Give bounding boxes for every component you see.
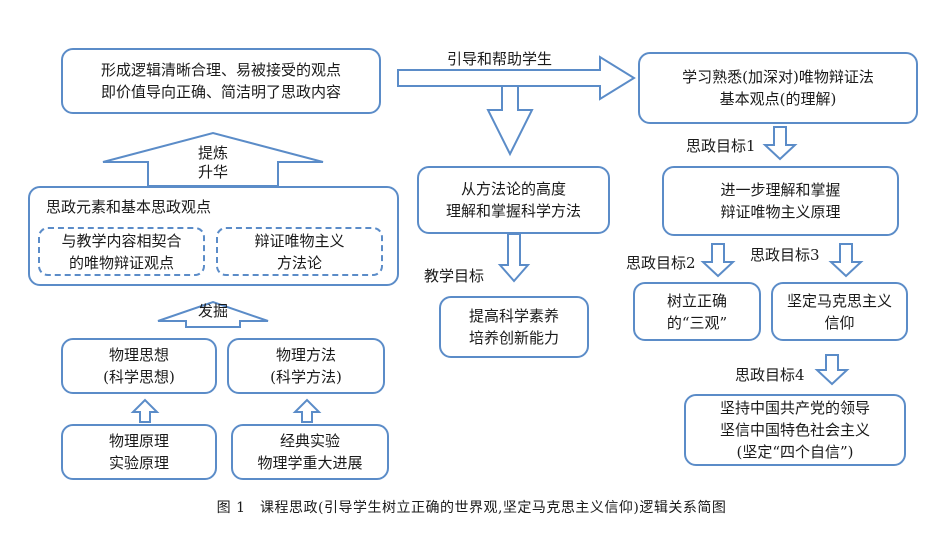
guide-arrow — [397, 55, 636, 101]
goal3-label: 思政目标3 — [750, 246, 820, 264]
goal4-arrow — [814, 354, 850, 386]
methodology-viewpoint-box: 辩证唯物主义 方法论 — [216, 227, 383, 276]
figure-caption: 图 1 课程思政(引导学生树立正确的世界观,坚定马克思主义信仰)逻辑关系简图 — [216, 500, 727, 516]
goal3-arrow — [828, 243, 864, 278]
refine-arrow — [102, 131, 324, 187]
guide-label: 引导和帮助学生 — [447, 50, 553, 68]
goal2-arrow — [700, 243, 736, 278]
party-leadership-box: 坚持中国共产党的领导 坚信中国特色社会主义 (坚定“四个自信”) — [684, 394, 906, 466]
literacy-box: 提高科学素养 培养创新能力 — [439, 296, 589, 358]
goal4-label: 思政目标4 — [735, 366, 805, 384]
physics-method-box: 物理方法 (科学方法) — [227, 338, 385, 394]
up-arrow-2 — [292, 398, 322, 423]
physics-principle-box: 物理原理 实验原理 — [61, 424, 217, 480]
understand-principles-box: 进一步理解和掌握 辩证唯物主义原理 — [662, 166, 899, 236]
dig-arrow-label: 发掘 — [197, 302, 228, 320]
methodology-box: 从方法论的高度 理解和掌握科学方法 — [417, 166, 610, 234]
goal2-label: 思政目标2 — [626, 254, 696, 272]
dialectical-viewpoint-box: 与教学内容相契合 的唯物辩证观点 — [38, 227, 205, 276]
refine-arrow-label: 提炼 升华 — [197, 144, 228, 181]
physics-thought-box: 物理思想 (科学思想) — [61, 338, 217, 394]
ideology-elements-group: 思政元素和基本思政观点 — [28, 186, 399, 286]
group-title: 思政元素和基本思政观点 — [46, 198, 212, 216]
goal1-label: 思政目标1 — [686, 137, 756, 155]
classic-experiment-box: 经典实验 物理学重大进展 — [231, 424, 389, 480]
marxism-belief-box: 坚定马克思主义 信仰 — [771, 282, 908, 341]
teach-goal-arrow — [497, 233, 531, 283]
goal1-arrow — [762, 126, 798, 161]
branch-down-arrow — [486, 85, 534, 157]
learn-basics-box: 学习熟悉(加深对)唯物辩证法 基本观点(的理解) — [638, 52, 918, 124]
up-arrow-1 — [130, 398, 160, 423]
teach-goal-label: 教学目标 — [424, 267, 485, 285]
dig-arrow — [157, 300, 269, 328]
three-views-box: 树立正确 的“三观” — [633, 282, 761, 341]
form-viewpoint-box: 形成逻辑清晰合理、易被接受的观点 即价值导向正确、简洁明了思政内容 — [61, 48, 381, 114]
